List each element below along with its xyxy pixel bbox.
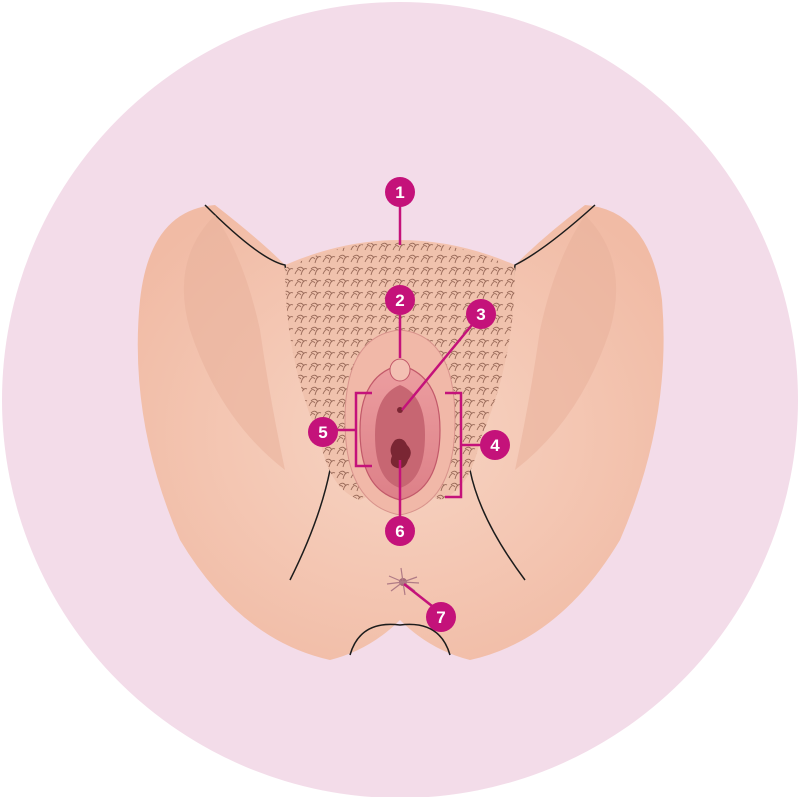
- marker-1-label: 1: [395, 183, 404, 202]
- marker-6: 6: [385, 516, 415, 546]
- marker-4-label: 4: [490, 436, 500, 455]
- marker-4: 4: [480, 430, 510, 460]
- marker-5: 5: [308, 417, 338, 447]
- marker-1: 1: [385, 177, 415, 207]
- marker-3: 3: [466, 299, 496, 329]
- marker-6-label: 6: [395, 522, 404, 541]
- marker-2-label: 2: [395, 291, 404, 310]
- marker-2: 2: [385, 285, 415, 315]
- marker-3-label: 3: [476, 305, 485, 324]
- marker-7-label: 7: [436, 608, 445, 627]
- marker-5-label: 5: [318, 423, 327, 442]
- clitoris: [390, 359, 410, 381]
- marker-7: 7: [426, 602, 456, 632]
